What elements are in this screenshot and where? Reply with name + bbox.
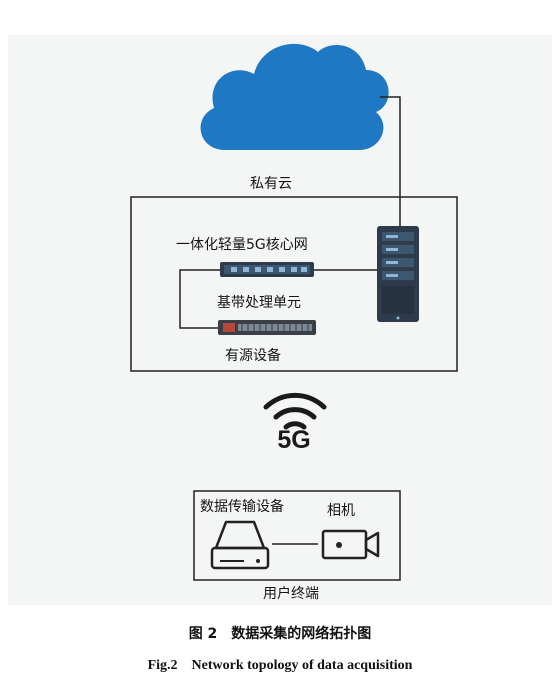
caption-english: Fig.2 Network topology of data acquisiti…: [147, 658, 413, 673]
private-cloud-label: 私有云: [250, 176, 292, 192]
cloud-server-link: [380, 96, 401, 226]
5g-label: 5G: [277, 426, 311, 454]
switch-panel-link: [179, 269, 220, 329]
user-terminal-label: 用户终端: [263, 586, 319, 602]
caption-chinese: 图 2 数据采集的网络拓扑图: [188, 626, 372, 642]
camera-icon: [321, 529, 380, 560]
active-equipment-label: 有源设备: [225, 348, 281, 364]
core-network-label: 一体化轻量5G核心网: [176, 237, 308, 253]
data-transfer-device-label: 数据传输设备: [200, 499, 284, 515]
baseband-unit-label: 基带处理单元: [217, 295, 301, 311]
storage-drive-icon: [210, 520, 270, 570]
patch-panel-icon: [218, 320, 316, 335]
user-terminal-box: [193, 490, 401, 581]
cloud-icon: [200, 43, 389, 150]
server-icon: [377, 226, 419, 322]
camera-label: 相机: [327, 503, 355, 519]
wifi-icon: [263, 392, 327, 430]
switch-icon: [220, 262, 314, 277]
core-network-box: [130, 196, 458, 372]
